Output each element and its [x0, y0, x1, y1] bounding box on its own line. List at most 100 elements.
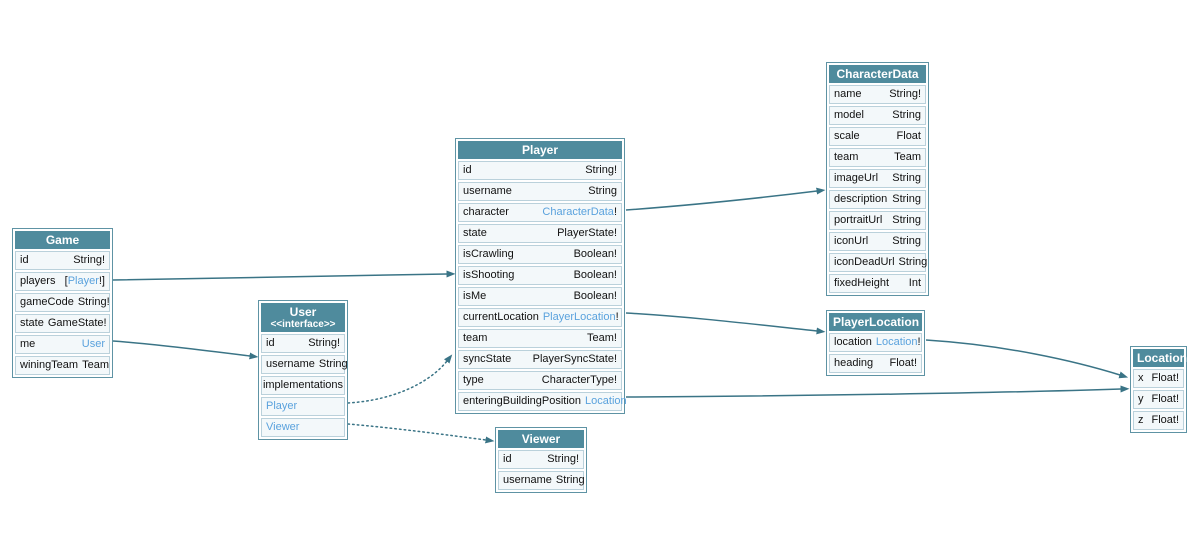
edge-user-player-to-player[interactable]	[347, 354, 453, 404]
field-row-user-Player[interactable]: Player	[261, 397, 345, 416]
field-type: PlayerSyncState!	[532, 353, 617, 365]
field-name: iconDeadUrl	[834, 256, 895, 268]
type-title: Location	[1137, 351, 1187, 365]
field-type: String	[892, 214, 921, 226]
type-link[interactable]: Location	[585, 395, 627, 407]
field-name: team	[834, 151, 859, 163]
edge-playerlocation-location-to-location[interactable]	[925, 339, 1129, 379]
field-name: team	[463, 332, 488, 344]
field-type: String	[892, 193, 921, 205]
field-name: id	[503, 453, 512, 465]
field-row-location-y[interactable]: y Float!	[1133, 390, 1184, 409]
field-name: syncState	[463, 353, 512, 365]
implementation-link: Viewer	[266, 421, 300, 433]
field-row-game-players[interactable]: players [Player!]	[15, 272, 110, 291]
type-table-header-player[interactable]: Player	[458, 141, 622, 159]
field-name: players	[20, 275, 56, 287]
type-table-header-playerlocation[interactable]: PlayerLocation	[829, 313, 922, 331]
edge-user-viewer-to-viewer[interactable]	[347, 423, 495, 444]
edge-player-enteringbuildingposition-to-location[interactable]	[625, 385, 1130, 398]
type-suffix: !	[917, 336, 921, 348]
type-link[interactable]: Player	[67, 275, 99, 287]
field-type: Boolean!	[573, 290, 617, 302]
field-name: implementations	[262, 379, 344, 391]
field-type: Team	[894, 151, 921, 163]
type-title: Game	[45, 233, 80, 247]
field-name: name	[834, 88, 862, 100]
field-row-characterdata-portraitUrl[interactable]: portraitUrl String	[829, 211, 926, 230]
edge-game-me-to-user[interactable]	[112, 340, 259, 360]
type-table-header-game[interactable]: Game	[15, 231, 110, 249]
field-name: isMe	[463, 290, 487, 302]
type-suffix: !]	[98, 275, 105, 287]
field-name: currentLocation	[463, 311, 539, 323]
field-row-game-me[interactable]: me User	[15, 335, 110, 354]
field-name: me	[20, 338, 36, 350]
type-title: CharacterData	[836, 67, 919, 81]
field-row-user-implementations[interactable]: implementations	[261, 376, 345, 395]
field-row-characterdata-team[interactable]: team Team	[829, 148, 926, 167]
field-name: username	[503, 474, 552, 486]
field-name: portraitUrl	[834, 214, 883, 226]
type-title: PlayerLocation	[833, 315, 920, 329]
field-type: String	[892, 172, 921, 184]
field-row-user-Viewer[interactable]: Viewer	[261, 418, 345, 437]
field-name: winingTeam	[20, 359, 79, 371]
implementation-link: Player	[266, 400, 298, 412]
edge-player-currentlocation-to-playerlocation[interactable]	[625, 312, 826, 335]
field-type: Float!	[1151, 393, 1179, 405]
field-name: id	[266, 337, 275, 349]
type-link[interactable]: User	[81, 338, 105, 350]
type-link[interactable]: PlayerLocation	[542, 311, 616, 323]
type-link[interactable]: Location	[875, 336, 918, 348]
type-table-header-user[interactable]: User<<interface>>	[261, 303, 345, 332]
field-name: id	[463, 164, 472, 176]
type-table-header-viewer[interactable]: Viewer	[498, 430, 584, 448]
field-name: y	[1138, 393, 1144, 405]
edge-player-character-to-characterdata[interactable]	[625, 187, 826, 211]
type-link[interactable]: CharacterData	[542, 206, 614, 218]
field-row-player-syncState[interactable]: syncState PlayerSyncState!	[458, 350, 622, 369]
field-row-player-isMe[interactable]: isMe Boolean!	[458, 287, 622, 306]
type-table-header-location[interactable]: Location	[1133, 349, 1187, 367]
type-suffix: !	[613, 206, 617, 218]
type-table-header-characterdata[interactable]: CharacterData	[829, 65, 926, 83]
field-type: User	[82, 338, 105, 351]
field-type: [Player!]	[65, 275, 105, 288]
edge-game-players-to-player[interactable]	[112, 270, 456, 281]
field-name: enteringBuildingPosition	[463, 395, 582, 407]
